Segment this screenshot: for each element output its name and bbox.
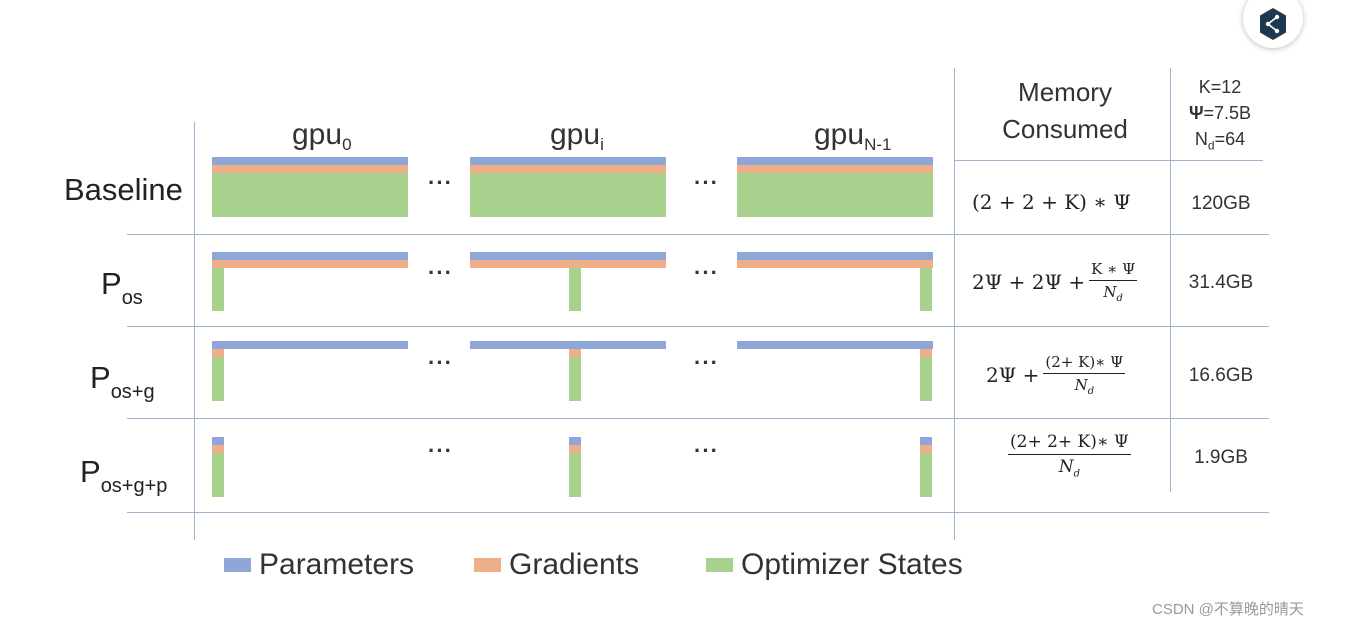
ellipsis: ··· [428, 438, 453, 463]
posgp-gpui-parameters [569, 437, 581, 445]
config-divider [1170, 68, 1171, 492]
posgp-gpui-optimizer [569, 453, 581, 497]
baseline-gpuN-gradients [737, 165, 933, 173]
column-header-gpu0: gpu0 [292, 118, 352, 154]
legend-swatch [224, 558, 251, 572]
posg-gpuN-parameters [737, 341, 933, 349]
baseline-gpui-parameters [470, 157, 666, 165]
posgp-gpu0-gradients [212, 445, 224, 453]
baseline-gpui-gradients [470, 165, 666, 173]
pos-gpuN-gradients [737, 260, 933, 268]
legend-optimizer-states: Optimizer States [706, 548, 963, 582]
posg-gpuN-optimizer [920, 357, 932, 401]
posg-gpu0-optimizer [212, 357, 224, 401]
fraction: (2+ K)∗ Ψ Nd [1043, 353, 1126, 397]
row-label-posgp: Pos+g+p [80, 454, 168, 497]
fraction: (2+ 2+ K)∗ Ψ Nd [1008, 432, 1131, 480]
ellipsis: ··· [694, 260, 719, 285]
posgp-gpu0-optimizer [212, 453, 224, 497]
fraction: K ∗ Ψ Nd [1089, 260, 1138, 304]
row-divider-4 [127, 512, 1269, 513]
legend-swatch [706, 558, 733, 572]
formula-posgp: (2+ 2+ K)∗ Ψ Nd [1004, 432, 1135, 479]
config-header: K=12 Ψ=7.5B Nd=64 [1188, 77, 1252, 153]
ellipsis: ··· [694, 438, 719, 463]
share-button[interactable] [1243, 0, 1303, 48]
pos-gpui-optimizer [569, 268, 581, 311]
row-label-baseline: Baseline [64, 172, 183, 207]
row-divider-3 [127, 418, 1269, 419]
legend-parameters: Parameters [224, 548, 414, 582]
baseline-gpu0-optimizer [212, 173, 408, 217]
pos-gpui-parameters [470, 252, 666, 260]
pos-gpu0-parameters [212, 252, 408, 260]
baseline-gpu0-parameters [212, 157, 408, 165]
pos-gpuN-parameters [737, 252, 933, 260]
ellipsis: ··· [694, 170, 719, 195]
pos-gpu0-optimizer [212, 268, 224, 311]
legend-swatch [474, 558, 501, 572]
formula-posg: 2Ψ + (2+ K)∗ Ψ Nd [986, 353, 1126, 397]
ellipsis: ··· [428, 170, 453, 195]
ellipsis: ··· [694, 350, 719, 375]
memory-divider [954, 68, 955, 540]
posgp-gpui-gradients [569, 445, 581, 453]
row-divider-1 [127, 234, 1269, 235]
formula-baseline: (2 + 2 + K) ∗ Ψ [972, 190, 1131, 214]
header-row-divider [955, 160, 1263, 161]
row-label-pos: Pos [101, 266, 143, 309]
pos-gpui-gradients [470, 260, 666, 268]
left-divider [194, 122, 195, 540]
posg-gpu0-parameters [212, 341, 408, 349]
baseline-gpu0-gradients [212, 165, 408, 173]
posgp-gpuN-gradients [920, 445, 932, 453]
posgp-gpu0-parameters [212, 437, 224, 445]
legend-gradients: Gradients [474, 548, 639, 582]
posg-gpui-optimizer [569, 357, 581, 401]
row-divider-2 [127, 326, 1269, 327]
baseline-gpui-optimizer [470, 173, 666, 217]
memory-value-baseline: 120GB [1191, 193, 1251, 214]
baseline-gpuN-parameters [737, 157, 933, 165]
memory-value-pos: 31.4GB [1188, 272, 1254, 293]
memory-consumed-header: Memory Consumed [1002, 77, 1128, 144]
share-icon [1260, 8, 1286, 40]
posg-gpu0-gradients [212, 349, 224, 357]
column-header-gpuN: gpuN-1 [814, 118, 892, 154]
posgp-gpuN-optimizer [920, 453, 932, 497]
posg-gpuN-gradients [920, 349, 932, 357]
ellipsis: ··· [428, 350, 453, 375]
memory-value-posg: 16.6GB [1188, 365, 1254, 386]
formula-pos: 2Ψ + 2Ψ + K ∗ Ψ Nd [972, 260, 1138, 304]
memory-value-posgp: 1.9GB [1194, 447, 1248, 468]
ellipsis: ··· [428, 260, 453, 285]
row-label-posg: Pos+g [90, 360, 155, 403]
posg-gpui-gradients [569, 349, 581, 357]
watermark: CSDN @不算晚的晴天 [1152, 601, 1304, 618]
pos-gpuN-optimizer [920, 268, 932, 311]
column-header-gpui: gpui [550, 118, 604, 154]
posgp-gpuN-parameters [920, 437, 932, 445]
pos-gpu0-gradients [212, 260, 408, 268]
posg-gpui-parameters [470, 341, 666, 349]
baseline-gpuN-optimizer [737, 173, 933, 217]
